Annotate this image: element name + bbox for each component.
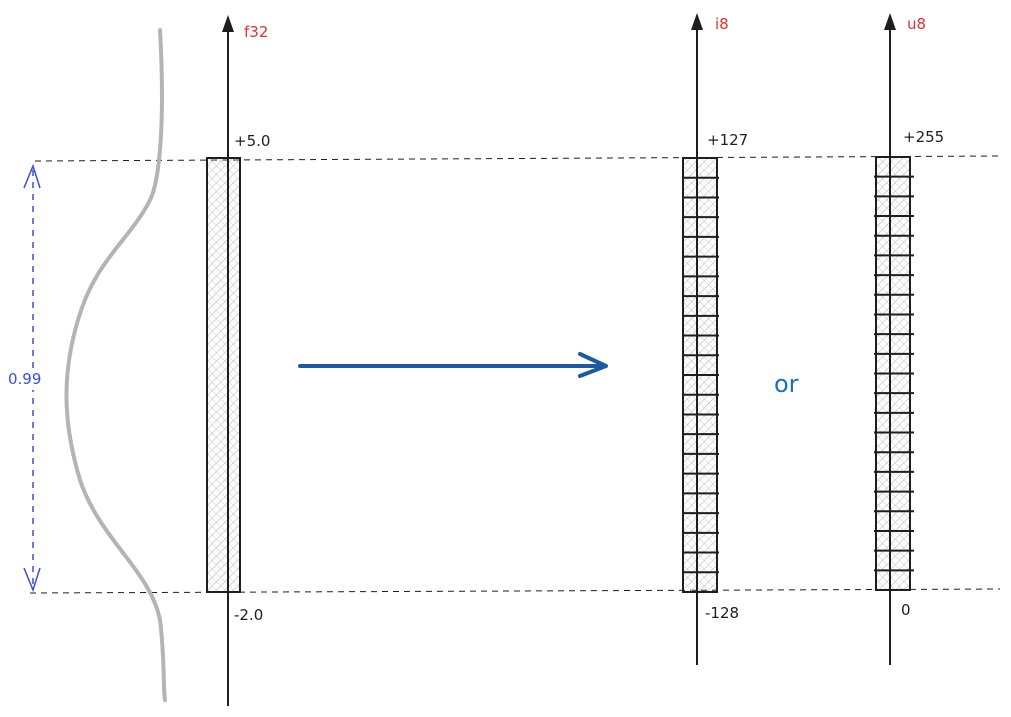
arrowhead-icon xyxy=(222,15,234,32)
arrowhead-icon xyxy=(691,13,703,30)
f32-min-label: -2.0 xyxy=(234,606,263,624)
f32-max-label: +5.0 xyxy=(234,132,270,150)
f32-type-label: f32 xyxy=(244,23,268,41)
arrowhead-icon xyxy=(884,13,896,30)
u8-min-label: 0 xyxy=(901,601,911,619)
i8-axis xyxy=(682,13,719,665)
u8-axis xyxy=(874,13,914,665)
distribution-curve xyxy=(64,28,167,702)
range-label: 0.99 xyxy=(8,370,41,388)
or-label: or xyxy=(774,370,799,398)
max-guide-line xyxy=(34,155,1001,162)
i8-max-label: +127 xyxy=(707,131,748,149)
u8-type-label: u8 xyxy=(907,15,926,33)
f32-axis xyxy=(206,15,241,706)
conversion-arrow xyxy=(298,352,608,378)
i8-type-label: i8 xyxy=(715,15,729,33)
i8-min-label: -128 xyxy=(705,604,739,622)
f32-bar xyxy=(206,157,241,593)
u8-max-label: +255 xyxy=(903,128,944,146)
min-guide-line xyxy=(29,588,1001,594)
